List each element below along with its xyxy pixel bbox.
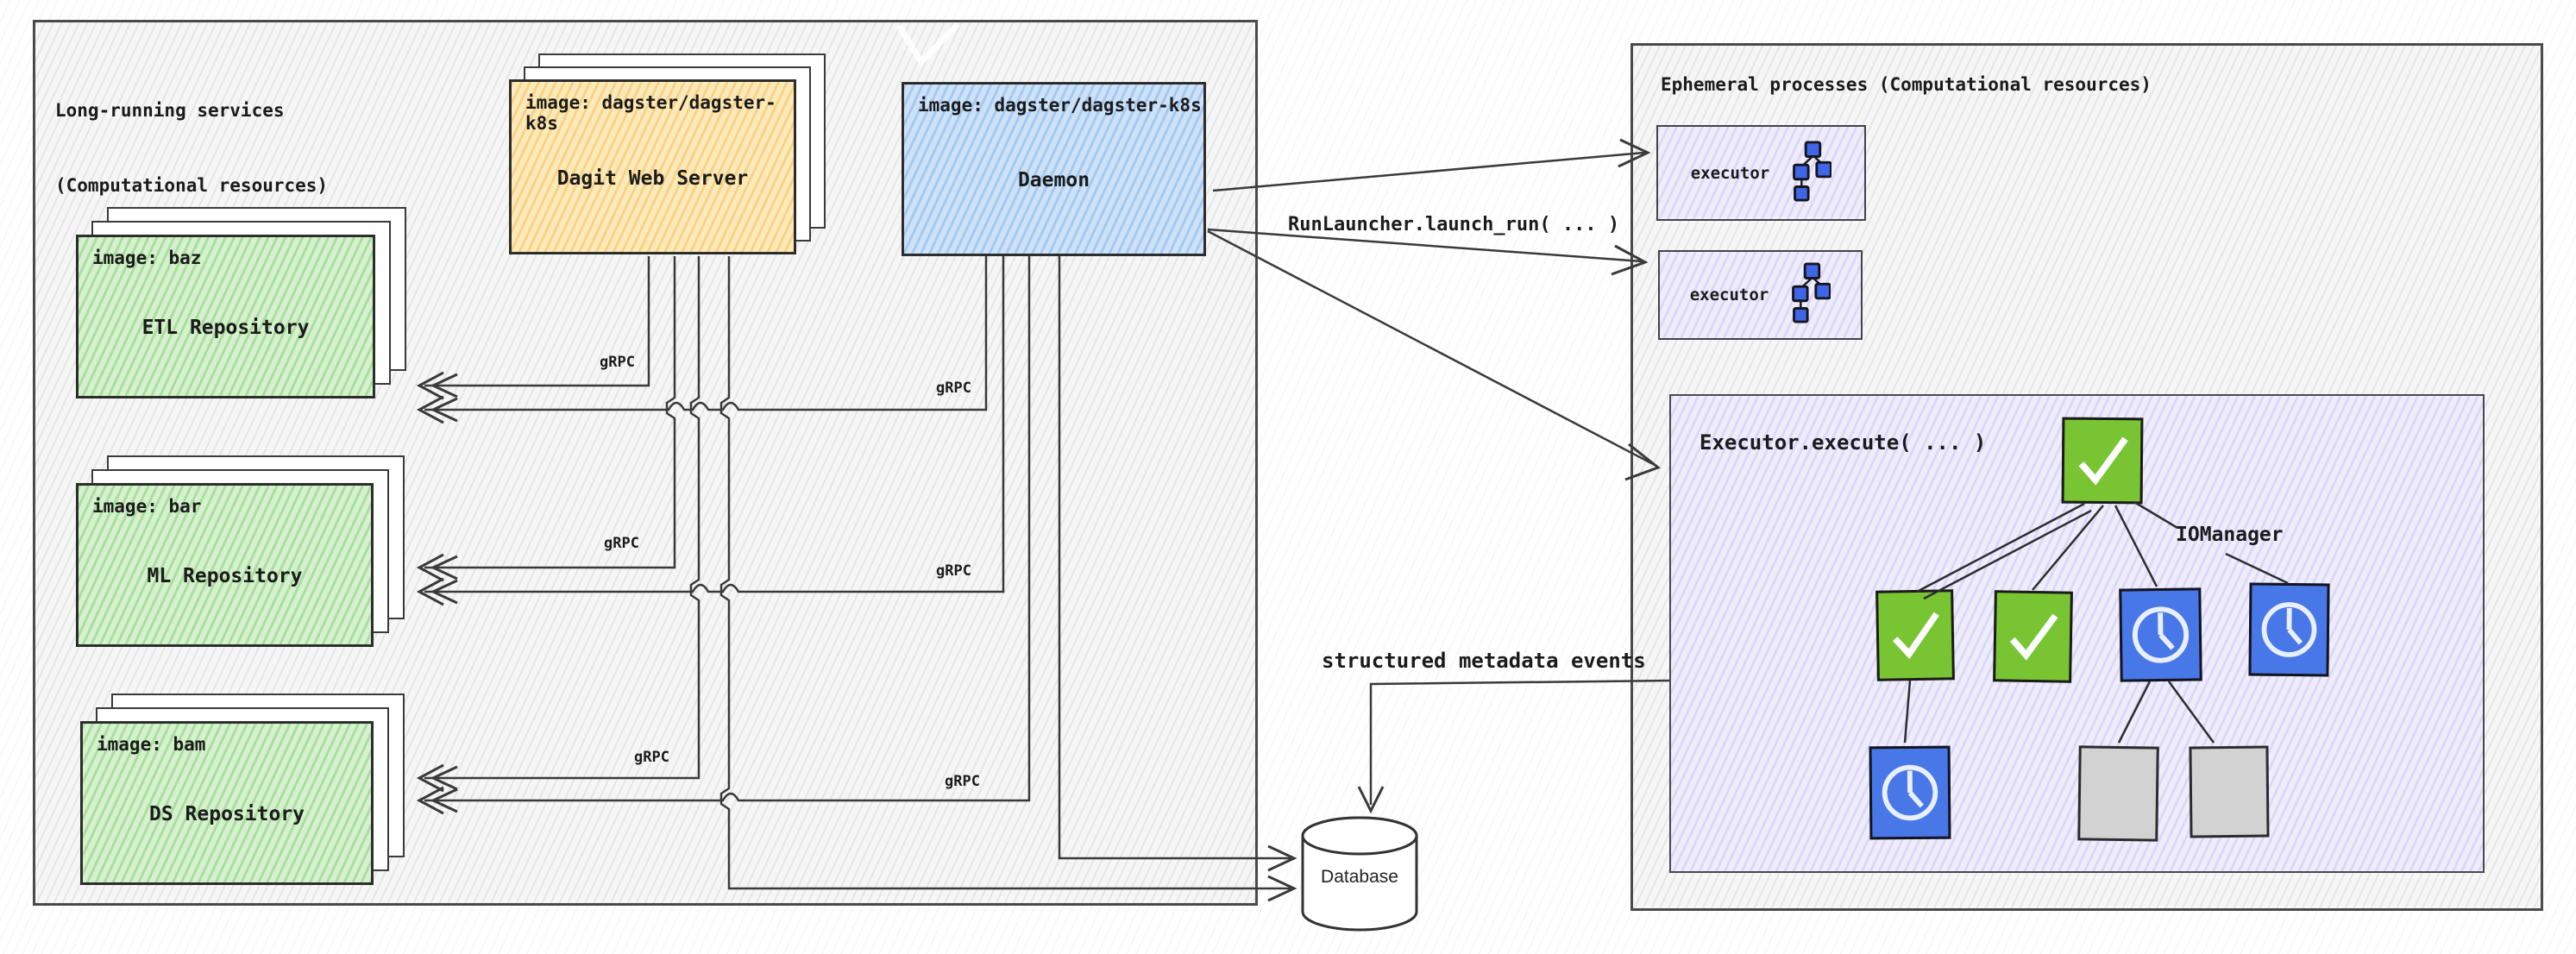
ml-repository-name: ML Repository: [147, 565, 303, 587]
executor-execute-title: Executor.execute( ... ): [1700, 430, 1987, 455]
executor-box-2: executor: [1658, 250, 1863, 340]
dag-icon: [1791, 262, 1832, 328]
check-icon: [1892, 612, 1939, 660]
left-panel-title: Long-running services (Computational res…: [55, 48, 328, 248]
step-node-skipped-2: [2189, 745, 2270, 838]
grpc-label-daemon-ml: gRPC: [936, 562, 971, 580]
database: Database: [1298, 813, 1421, 936]
grpc-label-daemon-ds: gRPC: [945, 773, 980, 790]
check-icon: [2009, 613, 2058, 661]
arrow-line-daemon-executor1: [1212, 151, 1645, 192]
arrow-line-daemon-execute: [1207, 229, 1654, 466]
daemon-image-label: image: dagster/dagster-k8s: [918, 95, 1202, 116]
run-launcher-label: RunLauncher.launch_run( ... ): [1288, 214, 1620, 235]
arrowhead-metadata-db: [1357, 786, 1385, 814]
grpc-label-dagit-ml: gRPC: [604, 535, 639, 552]
step-node-skipped-1: [2077, 745, 2159, 842]
dagit-image-label: image: dagster/dagster-k8s: [525, 92, 776, 134]
iomanager-label: IOManager: [2176, 524, 2284, 546]
step-node-clock-2: [2248, 582, 2330, 677]
ml-image-label: image: bar: [92, 496, 202, 517]
executor-box-1: executor: [1656, 125, 1866, 221]
step-node-clock-1: [2119, 587, 2202, 682]
step-node-root-success: [2061, 417, 2144, 505]
left-panel-title-line1: Long-running services: [55, 100, 285, 121]
executor-1-label: executor: [1690, 163, 1770, 183]
database-label: Database: [1321, 867, 1398, 887]
ds-repository-box: image: bam DS Repository: [80, 721, 374, 885]
grpc-label-dagit-ds: gRPC: [634, 749, 669, 766]
line-metadata-events: [1369, 679, 1670, 805]
ds-repository-name: DS Repository: [148, 803, 305, 825]
grpc-label-daemon-etl: gRPC: [936, 380, 971, 397]
executor-2-label: executor: [1689, 286, 1769, 304]
metadata-events-label: structured metadata events: [1322, 649, 1646, 673]
check-icon: [2078, 436, 2128, 486]
arrowhead-dagit-db: [1267, 875, 1297, 902]
ds-image-label: image: bam: [97, 734, 206, 755]
ml-repository-box: image: bar ML Repository: [76, 483, 374, 647]
etl-repository-box: image: baz ETL Repository: [76, 235, 375, 399]
step-node-success-3: [1993, 590, 2073, 683]
daemon-box: image: dagster/dagster-k8s Daemon: [902, 82, 1206, 256]
clock-icon: [2132, 606, 2190, 663]
left-panel-title-line2: (Computational resources): [55, 175, 329, 196]
dagit-web-server-box: image: dagster/dagster-k8s Dagit Web Ser…: [509, 79, 796, 254]
step-node-clock-3: [1869, 745, 1951, 840]
etl-image-label: image: baz: [92, 248, 202, 268]
grpc-label-dagit-etl: gRPC: [600, 354, 635, 371]
dag-icon: [1792, 140, 1833, 206]
clock-icon: [1882, 764, 1938, 821]
step-node-success-2: [1875, 589, 1955, 681]
clock-icon: [2261, 602, 2317, 657]
right-panel-title: Ephemeral processes (Computational resou…: [1661, 74, 2152, 95]
executor-execute-container: Executor.execute( ... ) IOManager: [1669, 394, 2485, 873]
daemon-name: Daemon: [1017, 169, 1090, 191]
database-cylinder: [1301, 816, 1418, 932]
arrowhead-daemon-db: [1267, 844, 1297, 872]
dagit-name: Dagit Web Server: [556, 166, 749, 190]
etl-repository-name: ETL Repository: [141, 317, 310, 339]
